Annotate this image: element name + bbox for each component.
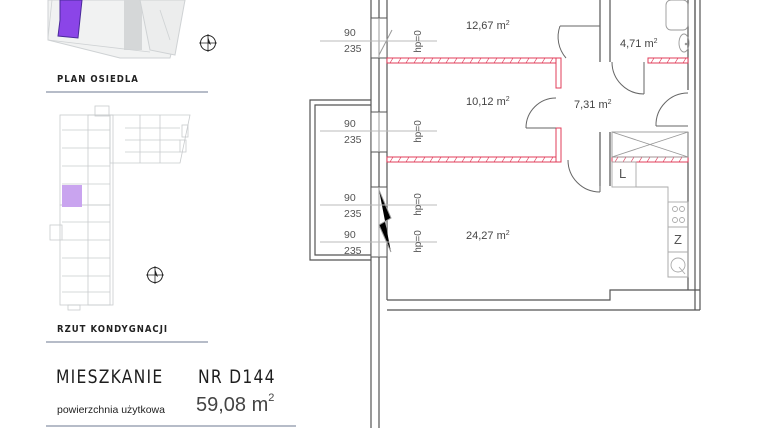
area-value: 59,08 m2 (196, 392, 275, 416)
fridge-label: L (619, 166, 627, 181)
site-plan-highlight (57, 0, 83, 39)
floor-key-plan-drawing (49, 105, 191, 311)
room-area-10-12: 10,12 m2 (466, 96, 510, 108)
floor-key-plan-highlight (62, 185, 82, 207)
window-1-sill: 90 (344, 27, 356, 39)
window-4-height: 235 (344, 245, 362, 257)
window-2-height: 235 (344, 134, 362, 146)
window-1-hp: hp=0 (412, 30, 424, 53)
window-2-sill: 90 (344, 118, 356, 130)
room-area-24-27: 24,27 m2 (466, 230, 510, 242)
room-area-12-67: 12,67 m2 (466, 20, 510, 32)
window-3-height: 235 (344, 208, 362, 220)
north-compass-icon (146, 266, 164, 284)
window-3-hp: hp=0 (412, 193, 424, 216)
floor-key-plan-heading: RZUT KONDYGNACJI (57, 324, 169, 335)
room-area-4-71: 4,71 m2 (620, 38, 658, 50)
north-compass-icon (199, 34, 217, 52)
window-1-height: 235 (344, 43, 362, 55)
apartment-label: MIESZKANIE (56, 366, 164, 388)
partition-walls (386, 57, 689, 163)
dishwasher-label: Z (674, 232, 682, 247)
apartment-number: NR D144 (198, 366, 276, 388)
area-label: powierzchnia użytkowa (57, 404, 165, 416)
window-2-hp: hp=0 (412, 120, 424, 143)
window-3-sill: 90 (344, 192, 356, 204)
site-plan-drawing (47, 0, 217, 311)
floor-key-plan-divider (46, 341, 208, 343)
site-plan-divider (46, 91, 208, 93)
room-area-7-31: 7,31 m2 (574, 99, 612, 111)
bottom-divider (46, 425, 296, 427)
window-4-sill: 90 (344, 229, 356, 241)
site-plan-heading: PLAN OSIEDLA (57, 74, 139, 85)
window-4-hp: hp=0 (412, 230, 424, 253)
